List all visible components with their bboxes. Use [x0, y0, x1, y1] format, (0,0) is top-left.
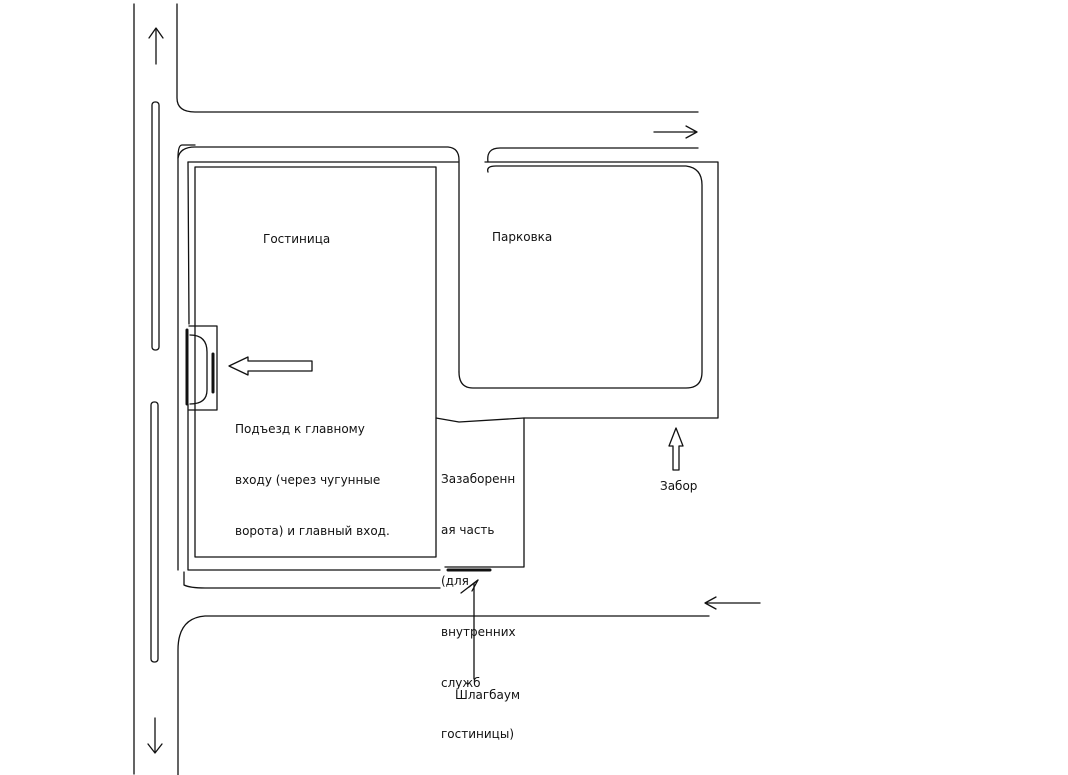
- fenced-area-label: Зазаборенн ая часть (для внутренних служ…: [441, 437, 516, 760]
- fence-label: Забор: [660, 479, 698, 493]
- arrow-right-icon: [653, 125, 698, 139]
- median-islands: [150, 101, 160, 663]
- fenced-area-label-line: служб: [441, 676, 481, 690]
- fenced-area-label-line: гостиницы): [441, 727, 515, 741]
- fenced-area-label-line: внутренних: [441, 625, 516, 639]
- main-entrance-notch: [185, 325, 218, 411]
- entrance-label-line: входу (через чугунные: [235, 473, 381, 487]
- parking-lot: [435, 147, 719, 568]
- main-road: [133, 3, 710, 775]
- barrier-gate: [446, 568, 492, 680]
- fenced-area-label-line: (для: [441, 574, 469, 588]
- road-direction-arrows: [147, 27, 761, 754]
- fenced-area-label-line: ая часть: [441, 523, 495, 537]
- barrier-label: Шлагбаум: [455, 688, 521, 702]
- entrance-label-line: Подъезд к главному: [235, 422, 365, 436]
- entrance-label-line: ворота) и главный вход.: [235, 524, 390, 538]
- fenced-area-label-line: Зазаборенн: [441, 472, 516, 486]
- fence-pointer-arrow-icon: [668, 427, 684, 471]
- pointer-arrows: [228, 356, 684, 471]
- entrance-label: Подъезд к главному входу (через чугунные…: [235, 387, 390, 557]
- entrance-pointer-arrow-icon: [228, 356, 313, 376]
- hotel-label: Гостиница: [263, 232, 331, 246]
- hotel-building: [187, 161, 459, 571]
- arrow-left-icon: [704, 596, 761, 610]
- hotel-access-lane: [177, 146, 460, 589]
- arrow-up-icon: [148, 27, 164, 65]
- arrow-down-icon: [147, 717, 163, 754]
- parking-label: Парковка: [492, 230, 553, 244]
